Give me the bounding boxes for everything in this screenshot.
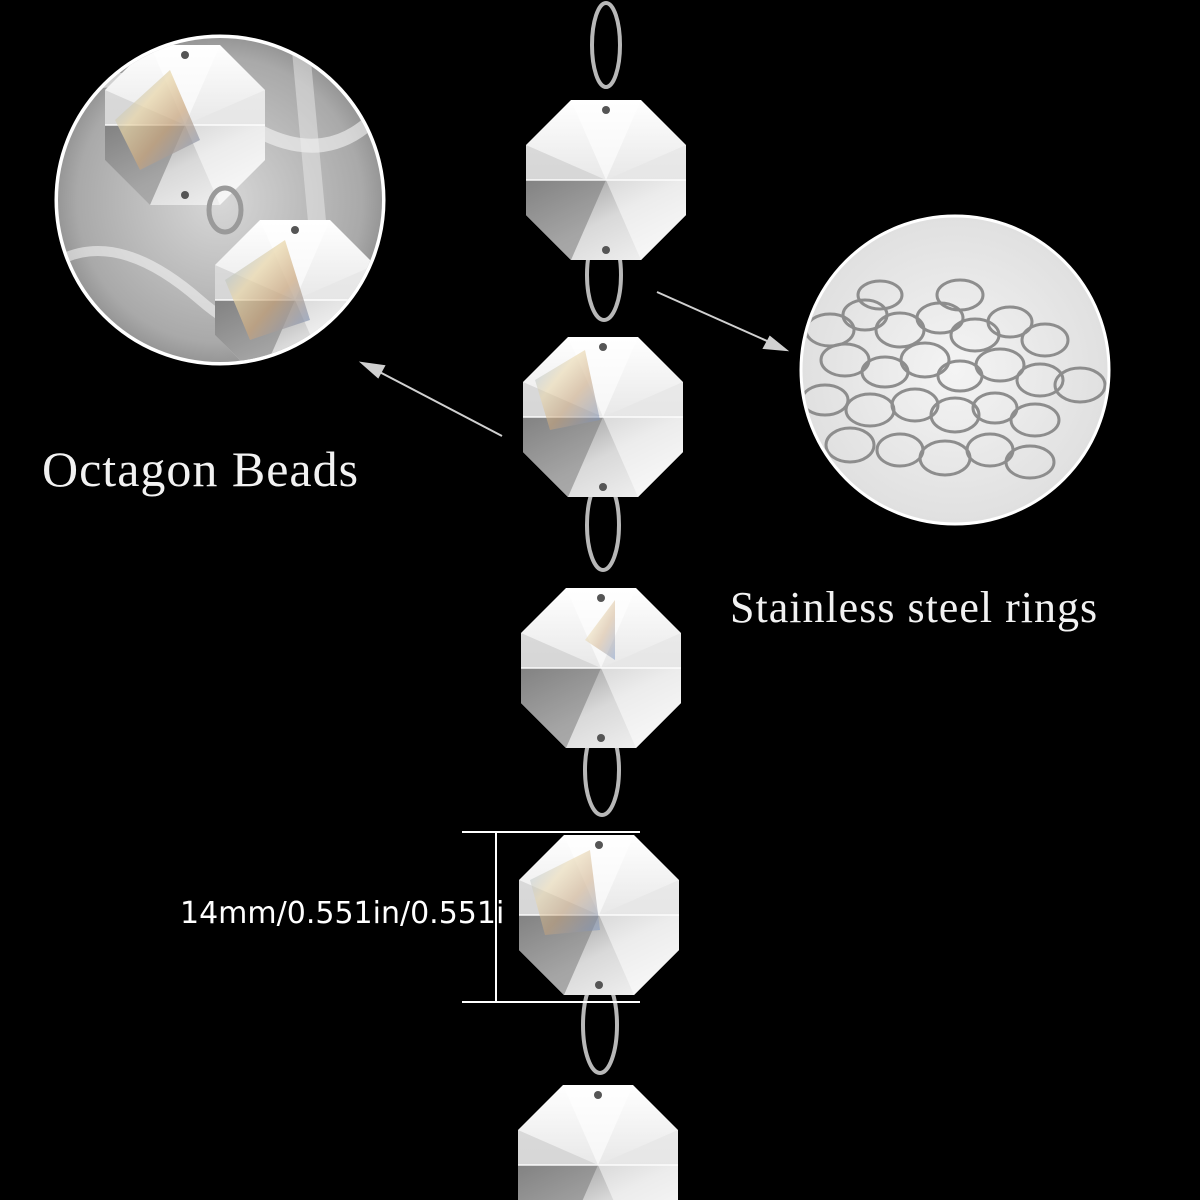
pointer-arrow-icon <box>656 291 790 352</box>
octagon-bead-icon <box>525 99 687 261</box>
stainless-rings-label: Stainless steel rings <box>730 583 1099 632</box>
steel-rings-zoom <box>799 214 1111 526</box>
dimension-guide <box>462 831 640 1003</box>
steel-ring-icon <box>590 1 622 89</box>
octagon-bead-icon <box>517 1084 679 1200</box>
octagon-beads-label: Octagon Beads <box>42 441 360 497</box>
octagon-beads-zoom <box>54 34 386 366</box>
dimension-label: 14mm/0.551in/0.551i <box>180 896 505 931</box>
pointer-arrow-icon <box>358 361 503 437</box>
crystal-chain <box>517 1 687 1200</box>
octagon-bead-icon <box>520 587 682 749</box>
